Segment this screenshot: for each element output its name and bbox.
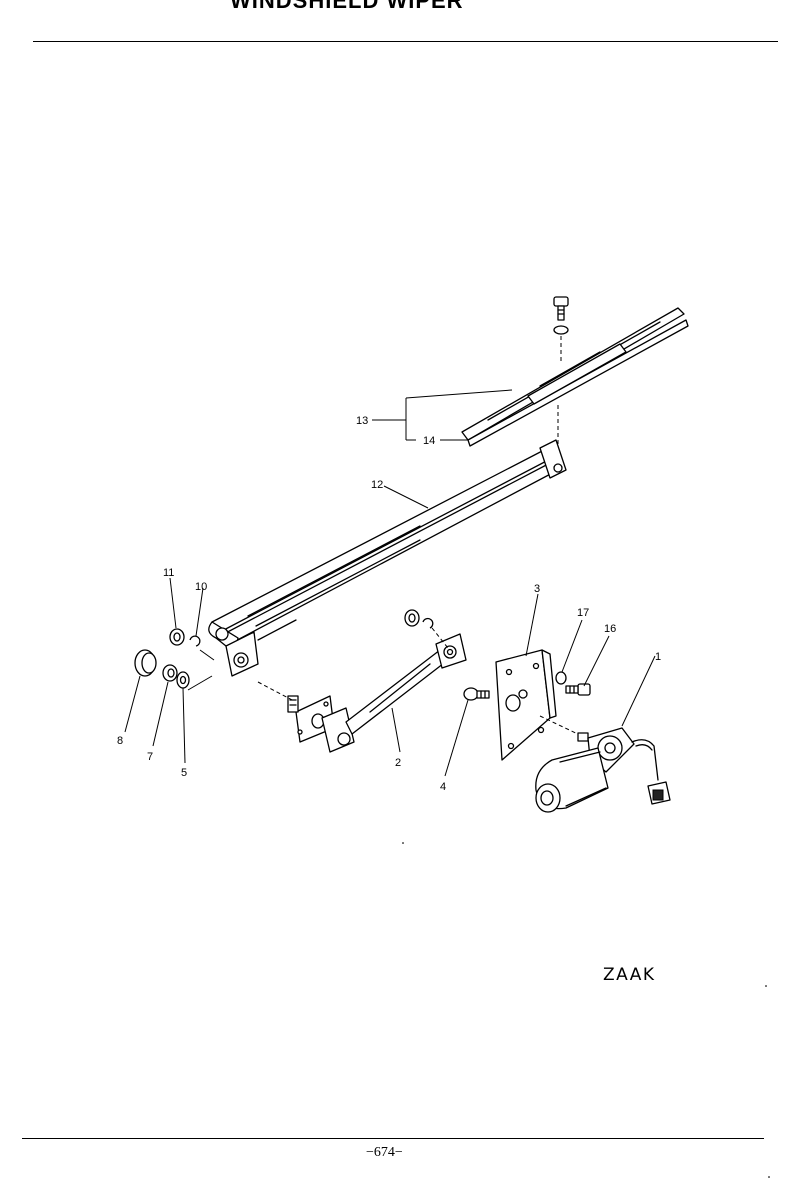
footer-rule [22,1138,764,1139]
leader-lines [124,389,656,777]
scan-speck [768,1176,770,1178]
callout-2: 2 [395,757,401,769]
wiper-arm [208,439,567,677]
link-clip [422,617,434,629]
page-title: WINDSHIELD WIPER [230,0,464,13]
washer-5 [176,671,190,689]
wiper-blade [461,307,689,447]
callout-16: 16 [604,623,616,635]
callout-14: 14 [423,435,435,447]
motor-bracket [495,649,557,761]
arm-pivot-alignment [257,681,293,701]
header-rule [33,41,778,42]
scan-speck [402,842,404,844]
nut-7 [162,664,178,682]
link-nut [404,609,420,627]
callout-8: 8 [117,735,123,747]
callout-7: 7 [147,751,153,763]
callout-13: 13 [356,415,368,427]
washer-pivot-guide [187,675,213,691]
scan-speck [765,985,767,987]
bolt-4 [463,687,490,701]
clip-guide [199,649,215,661]
clip-10 [189,635,201,647]
link-rod [321,633,467,753]
callout-12: 12 [371,479,383,491]
callout-4: 4 [440,781,446,793]
blade-bolt [553,296,569,362]
callout-11: 11 [163,567,174,579]
callout-10: 10 [195,581,207,593]
callout-3: 3 [534,583,540,595]
bolt-16 [565,683,591,696]
callout-labels: 1 2 3 4 5 7 8 10 11 12 13 14 16 17 [117,415,661,793]
callout-5: 5 [181,767,187,779]
callout-17: 17 [577,607,589,619]
page-number: −674− [366,1145,403,1160]
nut-11 [169,628,185,646]
washer-17 [555,671,567,685]
wiper-motor [535,715,671,813]
callout-1: 1 [655,651,661,663]
cap-8 [134,649,157,677]
model-code: ZAAK [603,965,656,985]
link-alignment [431,627,449,649]
